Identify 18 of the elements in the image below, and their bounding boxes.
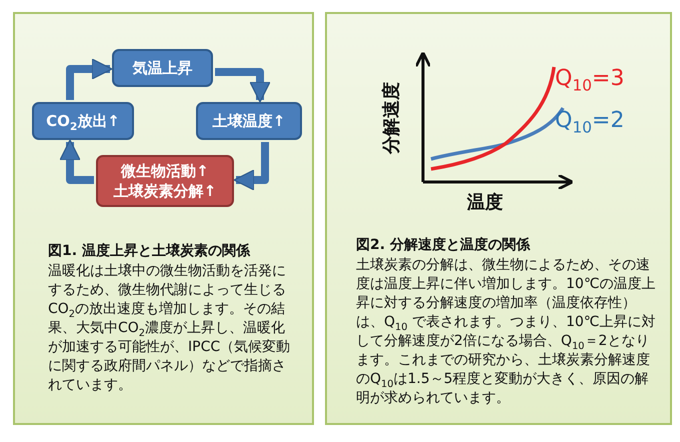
axis-label: 温度	[467, 191, 503, 214]
panel	[13, 12, 314, 425]
process-box: 微生物活動↑ 土壌炭素分解↑	[96, 155, 234, 207]
arrow	[215, 68, 271, 103]
process-box: CO$_{2}$放出↑	[32, 102, 134, 140]
caption-title: 図1. 温度上昇と土壌炭素の関係	[48, 242, 252, 261]
arrow	[66, 58, 113, 100]
process-box: 気温上昇	[112, 49, 213, 87]
caption-text: 土壌炭素の分解は、微生物によるため、その速度は温度上昇に伴い増加します。10℃の温度上昇に対する分解速度の増加率（温度依存性）は、Q$_{10}$ で表されます。つまり、10℃上昇に対して分解速度が2倍になる場合、Q$_{10}$＝2となります。これまでの研究から、土壌炭素分解速度のQ$_{10}$は1.5～5程度と変動が大きく、原因の解明が求められています。	[356, 256, 656, 408]
curve-label: Q$_{10}$=2	[555, 108, 624, 133]
caption-title: 図2. 分解速度と温度の関係	[356, 236, 532, 255]
process-box: 土壌温度↑	[196, 102, 302, 140]
arrow	[233, 142, 269, 191]
arrow	[59, 139, 94, 184]
panel	[325, 12, 672, 425]
curve-label: Q$_{10}$=3	[555, 66, 624, 91]
axis-label: 分解速度	[380, 82, 403, 154]
caption-text: 温暖化は土壌中の微生物活動を活発にするため、微生物代謝によって生じるCO$_{2}$の放出速度も増加します。その結果、大気中CO$_{2}$濃度が上昇し、温暖化が加速する可能性が、IPCC（気候変動に関する政府間パネル）などで指摘されています。	[48, 262, 292, 395]
